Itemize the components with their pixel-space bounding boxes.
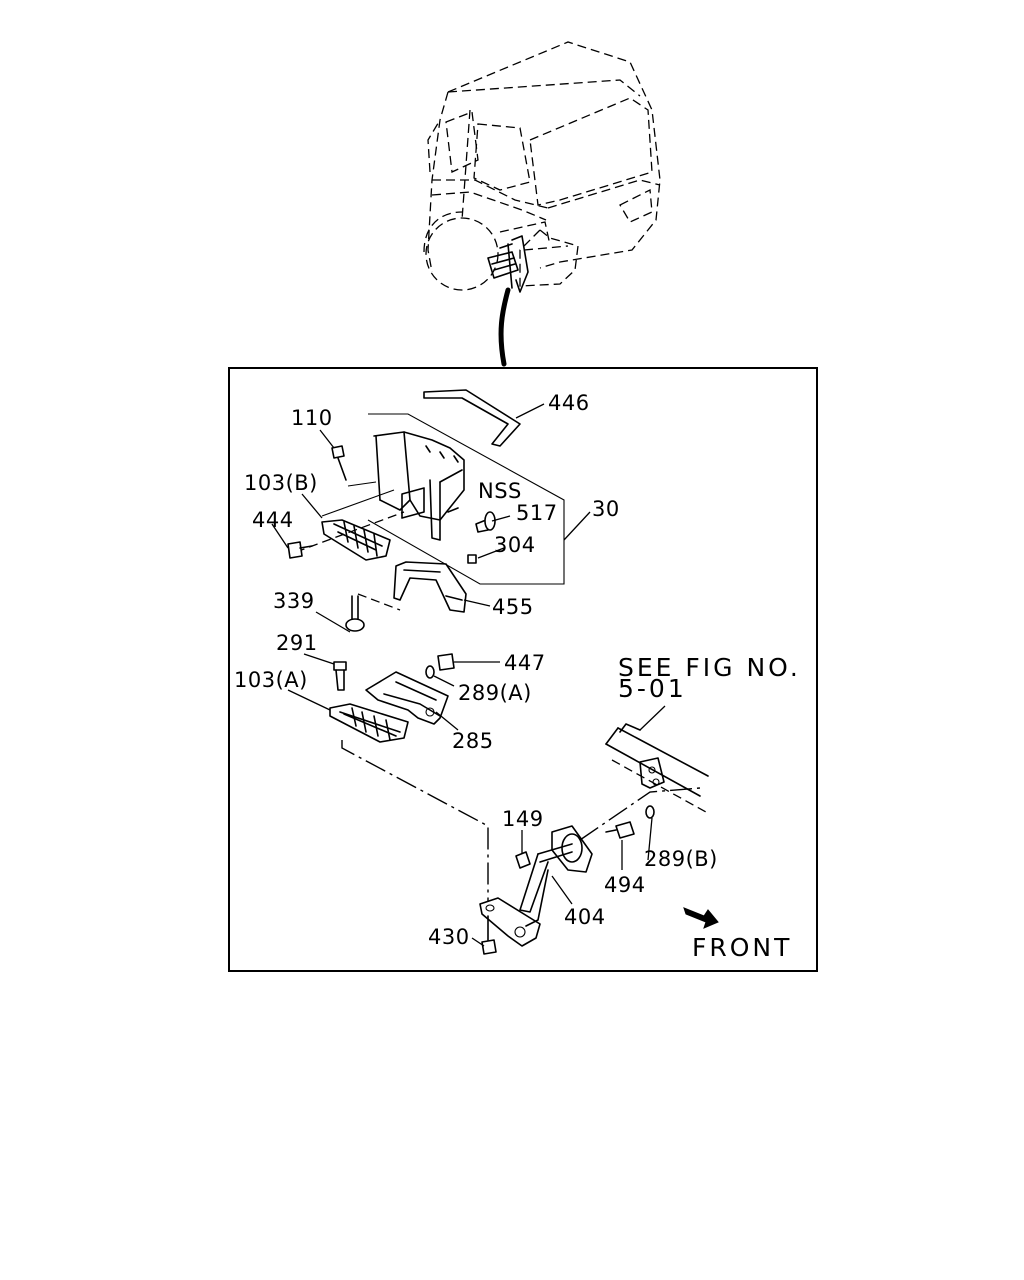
callout-110: 110 [291, 406, 333, 430]
callout-455: 455 [492, 595, 534, 619]
front-arrow-icon [683, 907, 719, 929]
callout-30: 30 [592, 497, 620, 521]
lower-step-assembly [329, 653, 489, 902]
frame-hanger-assembly [479, 723, 709, 955]
leader-lines [271, 403, 666, 947]
callout-149: 149 [502, 807, 544, 831]
callout-444: 444 [252, 508, 294, 532]
front-label: FRONT [692, 933, 792, 962]
see-fig-number: 5-01 [618, 674, 687, 703]
callout-447: 447 [504, 651, 546, 675]
callout-103a: 103(A) [234, 668, 308, 692]
callout-430: 430 [428, 925, 470, 949]
callout-404: 404 [564, 905, 606, 929]
callout-446: 446 [548, 391, 590, 415]
callout-339: 339 [273, 589, 315, 613]
see-fig-note: SEE FIG NO. [618, 653, 801, 682]
truck-cab-illustration [423, 41, 661, 367]
callout-494: 494 [604, 873, 646, 897]
callout-289b: 289(B) [644, 847, 718, 871]
callout-289a: 289(A) [458, 681, 532, 705]
callout-304: 304 [494, 533, 536, 557]
callout-291: 291 [276, 631, 318, 655]
detail-frame [228, 367, 818, 972]
callout-285: 285 [452, 729, 494, 753]
upper-step-assembly [287, 389, 565, 632]
callout-nss: NSS [478, 479, 522, 503]
callout-517: 517 [516, 501, 558, 525]
callout-103b: 103(B) [244, 471, 318, 495]
